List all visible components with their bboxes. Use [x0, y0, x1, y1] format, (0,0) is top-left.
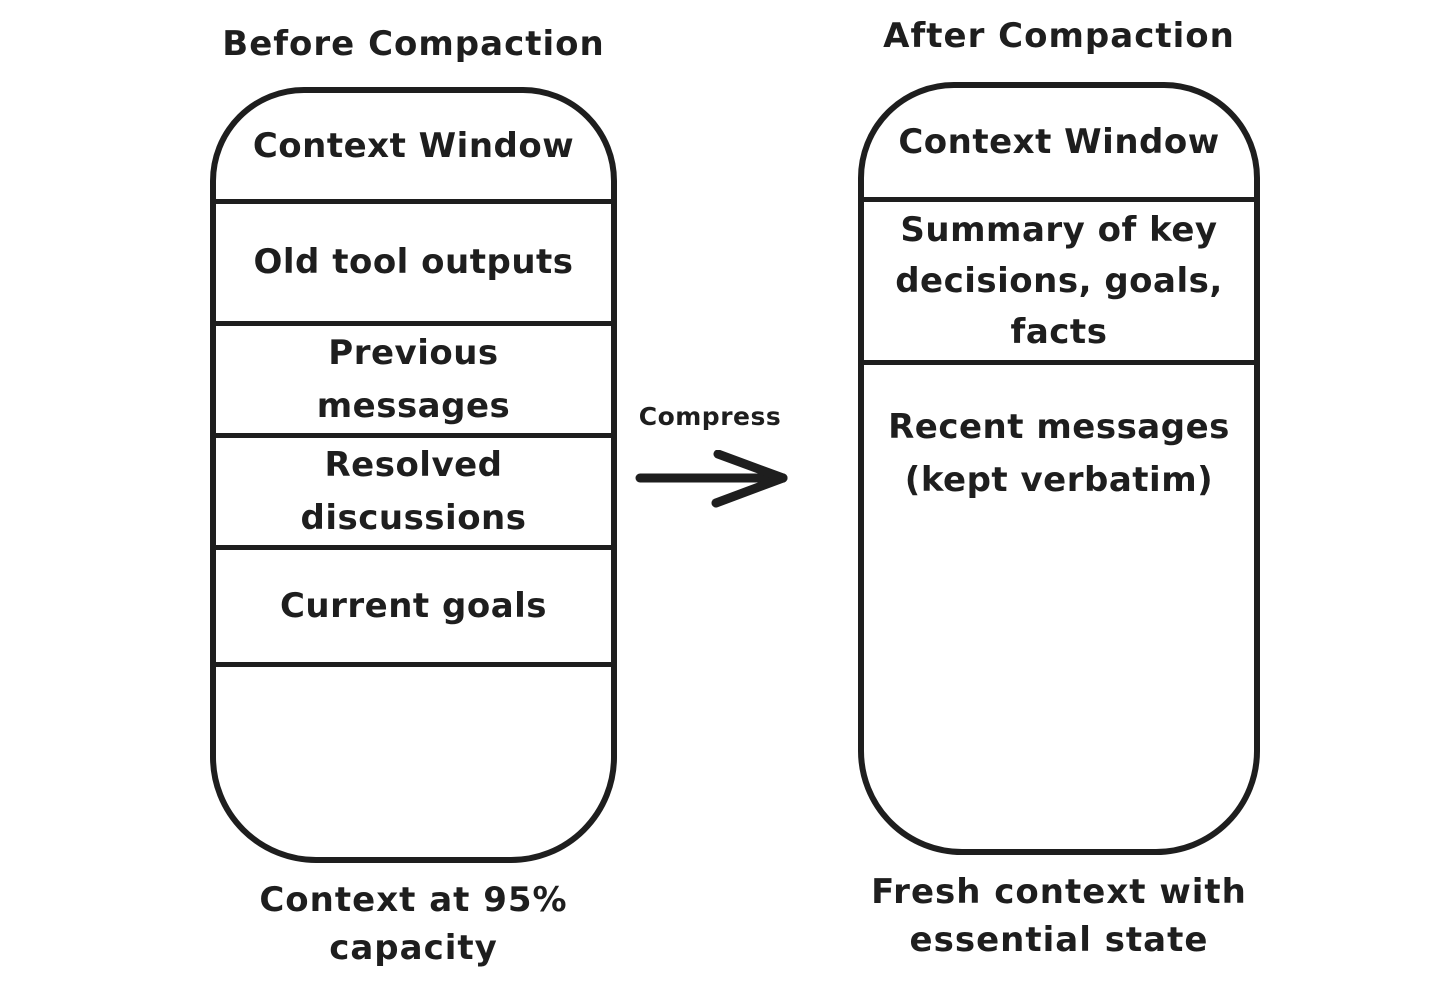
- before-context-window-header: Context Window: [216, 93, 611, 204]
- after-compaction-title: After Compaction: [883, 16, 1235, 56]
- section-resolved-discussions: Resolved discussions: [216, 438, 611, 550]
- before-context-window-box: Context Window Old tool outputs Previous…: [210, 87, 617, 863]
- before-compaction-title: Before Compaction: [222, 24, 605, 64]
- section-summary-of-key-decisions: Summary of key decisions, goals, facts: [864, 202, 1254, 365]
- after-context-window-header: Context Window: [864, 88, 1254, 202]
- section-old-tool-outputs: Old tool outputs: [216, 204, 611, 326]
- section-empty-space: [216, 667, 611, 857]
- section-previous-messages: Previous messages: [216, 326, 611, 438]
- after-context-window-box: Context Window Summary of key decisions,…: [858, 82, 1260, 855]
- compress-label: Compress: [638, 402, 782, 431]
- section-recent-messages: Recent messages (kept verbatim): [888, 407, 1230, 500]
- before-caption: Context at 95% capacity: [259, 880, 568, 969]
- after-caption: Fresh context with essential state: [871, 872, 1247, 961]
- compress-arrow-icon: [635, 450, 788, 508]
- section-current-goals: Current goals: [216, 550, 611, 667]
